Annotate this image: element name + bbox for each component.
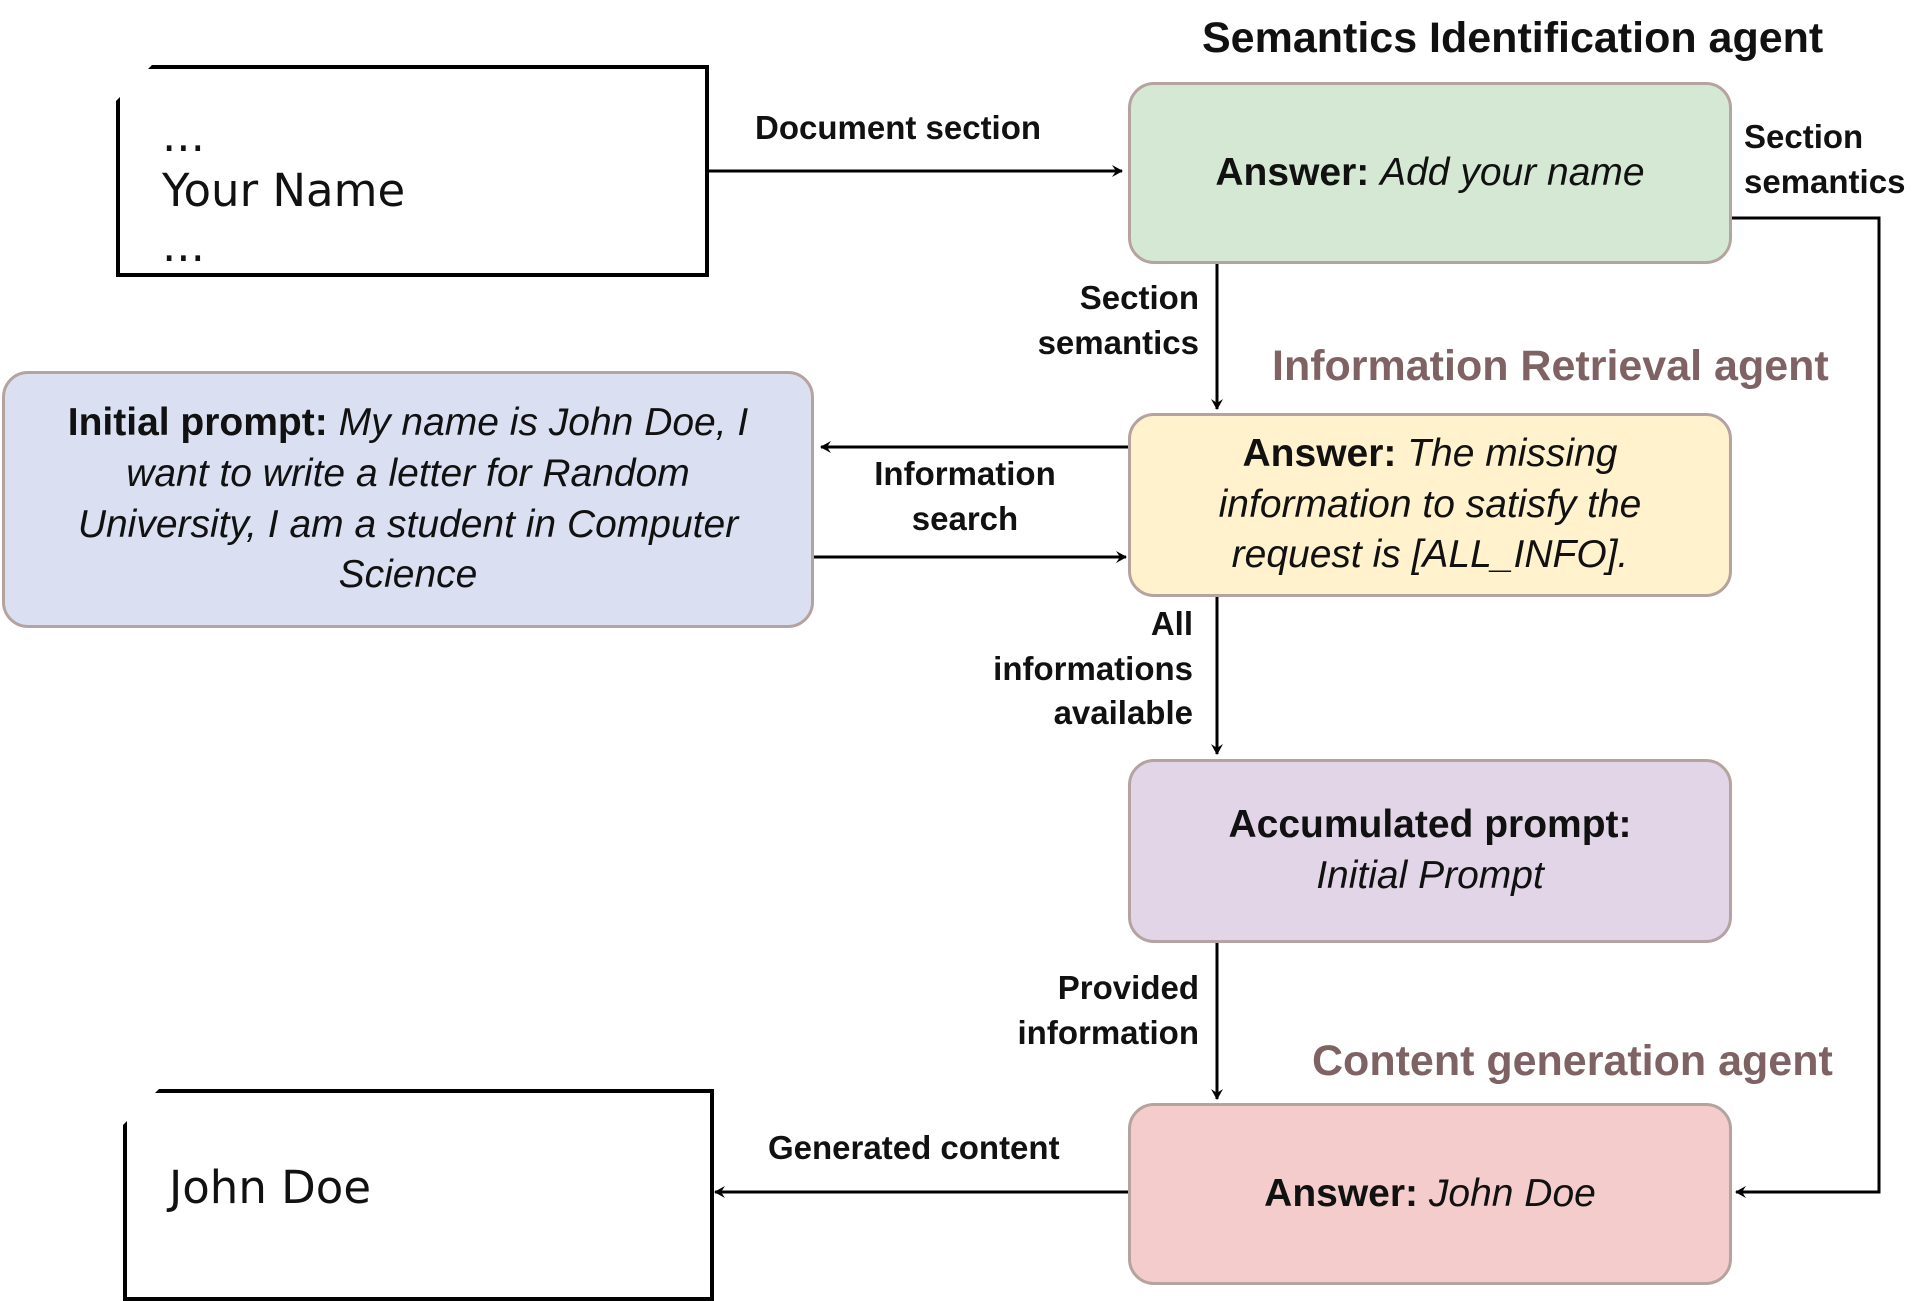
source-doc-line-3: ... [162, 218, 205, 272]
initial-prompt-bold: Initial prompt: [67, 401, 328, 445]
semantics-answer-box: Answer: Add your name [1128, 82, 1732, 264]
label-section-semantics-right: Section semantics [1744, 115, 1905, 204]
initial-prompt-box: Initial prompt: My name is John Doe, I w… [2, 371, 814, 628]
retrieval-answer-italic-1: The missing [1407, 431, 1618, 475]
label-information-search-line-1: Information [874, 455, 1056, 492]
source-doc-line-1: ... [162, 109, 205, 162]
label-section-semantics-down: Section semantics [960, 276, 1199, 365]
initial-prompt-italic-2: want to write a letter for Random [126, 451, 690, 495]
semantics-answer-bold: Answer: [1215, 150, 1370, 194]
label-section-semantics-down-line-1: Section [1079, 279, 1199, 316]
label-section-semantics-down-line-2: semantics [1037, 323, 1199, 361]
source-doc-line-2: Your Name [162, 163, 406, 217]
folded-corner-icon [123, 1089, 159, 1125]
label-provided-information: Provided information [950, 966, 1199, 1055]
accumulated-prompt-bold: Accumulated prompt: [1228, 803, 1632, 847]
accumulated-prompt-italic: Initial Prompt [1316, 854, 1544, 897]
initial-prompt-italic-4: Science [338, 553, 478, 597]
label-information-search: Information search [840, 452, 1090, 541]
retrieval-answer-line-1: Answer: The missing [1243, 429, 1618, 480]
label-all-informations-line-1: All [1150, 605, 1193, 642]
output-doc-text: John Doe [169, 1161, 372, 1214]
semantics-answer-text: Answer: Add your name [1215, 148, 1644, 199]
generation-answer-box: Answer: John Doe [1128, 1103, 1732, 1285]
semantics-agent-title: Semantics Identification agent [1202, 14, 1824, 62]
semantics-answer-italic: Add your name [1380, 150, 1645, 194]
label-provided-information-line-1: Provided [1057, 969, 1199, 1006]
retrieval-answer-box: Answer: The missing information to satis… [1128, 413, 1732, 597]
label-all-informations-line-3: available [1053, 694, 1193, 732]
initial-prompt-line-1: Initial prompt: My name is John Doe, I [68, 398, 749, 449]
initial-prompt-italic-1: My name is John Doe, I [338, 401, 749, 445]
retrieval-agent-title: Information Retrieval agent [1272, 342, 1829, 390]
label-all-informations: All informations available [940, 602, 1193, 736]
folded-corner-icon [116, 65, 152, 101]
accumulated-prompt-box: Accumulated prompt: Initial Prompt [1128, 759, 1732, 943]
label-information-search-line-2: search [911, 499, 1019, 537]
generation-answer-text: Answer: John Doe [1264, 1169, 1596, 1220]
label-section-semantics-right-line-2: semantics [1744, 162, 1906, 200]
retrieval-answer-bold: Answer: [1242, 431, 1397, 475]
label-provided-information-line-2: information [1017, 1013, 1199, 1051]
label-section-semantics-right-line-1: Section [1744, 118, 1864, 155]
label-generated-content: Generated content [768, 1129, 1060, 1166]
output-document: John Doe [123, 1089, 714, 1301]
retrieval-answer-italic-2: information to satisfy the [1218, 482, 1642, 526]
edge-section-semantics-right [1732, 216, 1881, 1198]
generation-agent-title: Content generation agent [1312, 1037, 1833, 1085]
label-document-section: Document section [755, 109, 1042, 146]
generation-answer-italic: John Doe [1428, 1171, 1596, 1215]
label-all-informations-line-2: informations [993, 649, 1193, 687]
initial-prompt-italic-3: University, I am a student in Computer [77, 502, 739, 546]
retrieval-answer-italic-3: request is [ALL_INFO]. [1231, 533, 1629, 577]
source-document: ... Your Name ... [116, 65, 709, 277]
generation-answer-bold: Answer: [1264, 1171, 1419, 1215]
